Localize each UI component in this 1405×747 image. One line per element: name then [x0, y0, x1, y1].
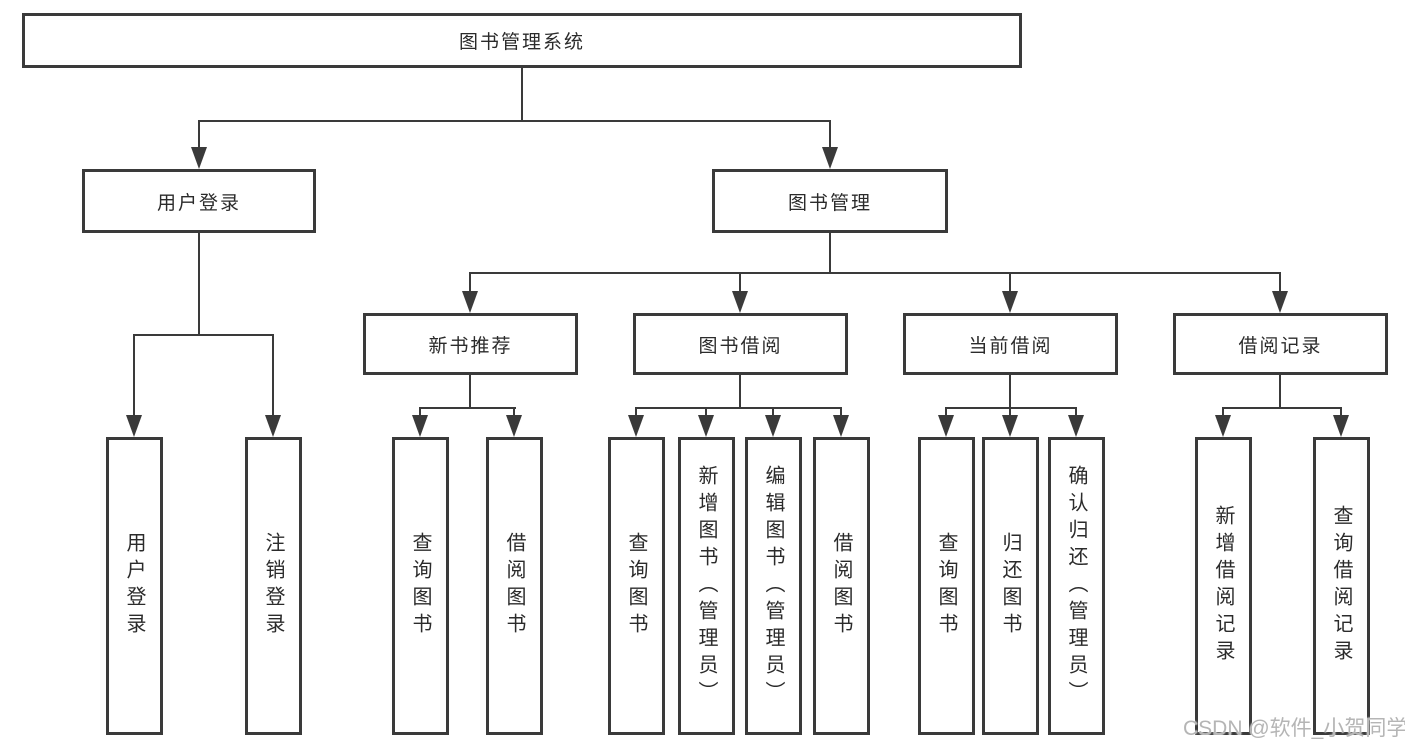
leaf-query-borrow-record: 查询借阅记录 — [1313, 437, 1370, 735]
connector-drop — [1009, 407, 1011, 417]
arrow-down-icon — [1002, 415, 1018, 437]
arrow-down-icon — [506, 415, 522, 437]
leaf-label: 借阅图书 — [830, 532, 852, 640]
connector-drop — [133, 334, 135, 416]
connector-drop — [1222, 407, 1224, 417]
leaf-query-books-borrow: 查询图书 — [608, 437, 665, 735]
connector-user-login-stem — [198, 230, 200, 334]
connector-record-stem — [1279, 373, 1281, 407]
connector-drop — [739, 272, 741, 292]
arrow-down-icon — [628, 415, 644, 437]
leaf-user-login: 用户登录 — [106, 437, 163, 735]
leaf-borrow-books-recommend: 借阅图书 — [486, 437, 543, 735]
connector-drop — [1075, 407, 1077, 417]
connector-drop — [840, 407, 842, 417]
connector-drop — [772, 407, 774, 417]
node-label: 图书管理系统 — [458, 32, 585, 53]
connector-drop — [1279, 272, 1281, 292]
connector-drop — [1009, 272, 1011, 292]
connector-drop — [272, 334, 274, 416]
arrow-down-icon — [462, 291, 478, 313]
watermark: CSDN @软件_小贺同学 — [1183, 717, 1405, 740]
leaf-label: 借阅图书 — [503, 532, 525, 640]
node-book-management: 图书管理 — [712, 169, 948, 233]
connector-drop — [635, 407, 637, 417]
connector-recommend-stem — [469, 373, 471, 407]
node-label: 图书管理 — [787, 192, 872, 214]
arrow-down-icon — [822, 147, 838, 169]
arrow-down-icon — [1333, 415, 1349, 437]
leaf-label: 查询图书 — [935, 532, 957, 640]
node-current-borrow: 当前借阅 — [903, 313, 1118, 375]
node-label: 用户登录 — [156, 192, 241, 214]
leaf-add-borrow-record: 新增借阅记录 — [1195, 437, 1252, 735]
node-label: 图书借阅 — [698, 335, 783, 357]
leaf-label: 注销登录 — [262, 532, 284, 640]
arrow-down-icon — [938, 415, 954, 437]
connector-current-stem — [1009, 373, 1011, 407]
leaf-add-book-admin: 新增图书（管理员） — [678, 437, 735, 735]
arrow-down-icon — [698, 415, 714, 437]
connector-drop — [198, 120, 200, 148]
leaf-label: 查询图书 — [409, 532, 431, 640]
leaf-confirm-return-admin: 确认归还（管理员） — [1048, 437, 1105, 735]
leaf-label: 新增借阅记录 — [1212, 505, 1234, 667]
connector-borrow-bar — [635, 407, 842, 409]
connector-drop — [1340, 407, 1342, 417]
leaf-query-books-recommend: 查询图书 — [392, 437, 449, 735]
leaf-query-books-current: 查询图书 — [918, 437, 975, 735]
node-user-login: 用户登录 — [82, 169, 316, 233]
connector-drop — [829, 120, 831, 148]
node-label: 借阅记录 — [1238, 335, 1323, 357]
arrow-down-icon — [126, 415, 142, 437]
connector-drop — [469, 272, 471, 292]
leaf-label: 确认归还（管理员） — [1065, 464, 1087, 708]
connector-recommend-bar — [419, 407, 516, 409]
connector-book-mgmt-bar — [469, 272, 1281, 274]
connector-drop — [513, 407, 515, 417]
arrow-down-icon — [765, 415, 781, 437]
connector-root-bar — [198, 120, 831, 122]
arrow-down-icon — [1002, 291, 1018, 313]
node-new-book-recommend: 新书推荐 — [363, 313, 578, 375]
leaf-logout: 注销登录 — [245, 437, 302, 735]
node-label: 新书推荐 — [428, 335, 513, 357]
arrow-down-icon — [1215, 415, 1231, 437]
arrow-down-icon — [191, 147, 207, 169]
connector-borrow-stem — [739, 373, 741, 407]
connector-drop — [419, 407, 421, 417]
leaf-label: 归还图书 — [999, 532, 1021, 640]
leaf-borrow-book: 借阅图书 — [813, 437, 870, 735]
leaf-edit-book-admin: 编辑图书（管理员） — [745, 437, 802, 735]
arrow-down-icon — [833, 415, 849, 437]
leaf-label: 编辑图书（管理员） — [762, 464, 784, 708]
node-borrow-record: 借阅记录 — [1173, 313, 1388, 375]
connector-user-login-bar — [133, 334, 274, 336]
arrow-down-icon — [412, 415, 428, 437]
connector-record-bar — [1222, 407, 1342, 409]
arrow-down-icon — [1068, 415, 1084, 437]
leaf-label: 用户登录 — [123, 532, 145, 640]
node-book-borrow: 图书借阅 — [633, 313, 848, 375]
arrow-down-icon — [732, 291, 748, 313]
leaf-label: 查询借阅记录 — [1330, 505, 1352, 667]
connector-drop — [945, 407, 947, 417]
node-root-library-management-system: 图书管理系统 — [22, 13, 1022, 68]
connector-root-stem — [521, 66, 523, 120]
leaf-label: 查询图书 — [625, 532, 647, 640]
leaf-return-book: 归还图书 — [982, 437, 1039, 735]
arrow-down-icon — [1272, 291, 1288, 313]
connector-current-bar — [945, 407, 1077, 409]
leaf-label: 新增图书（管理员） — [695, 464, 717, 708]
connector-drop — [705, 407, 707, 417]
arrow-down-icon — [265, 415, 281, 437]
node-label: 当前借阅 — [968, 335, 1053, 357]
connector-book-mgmt-stem — [829, 230, 831, 272]
